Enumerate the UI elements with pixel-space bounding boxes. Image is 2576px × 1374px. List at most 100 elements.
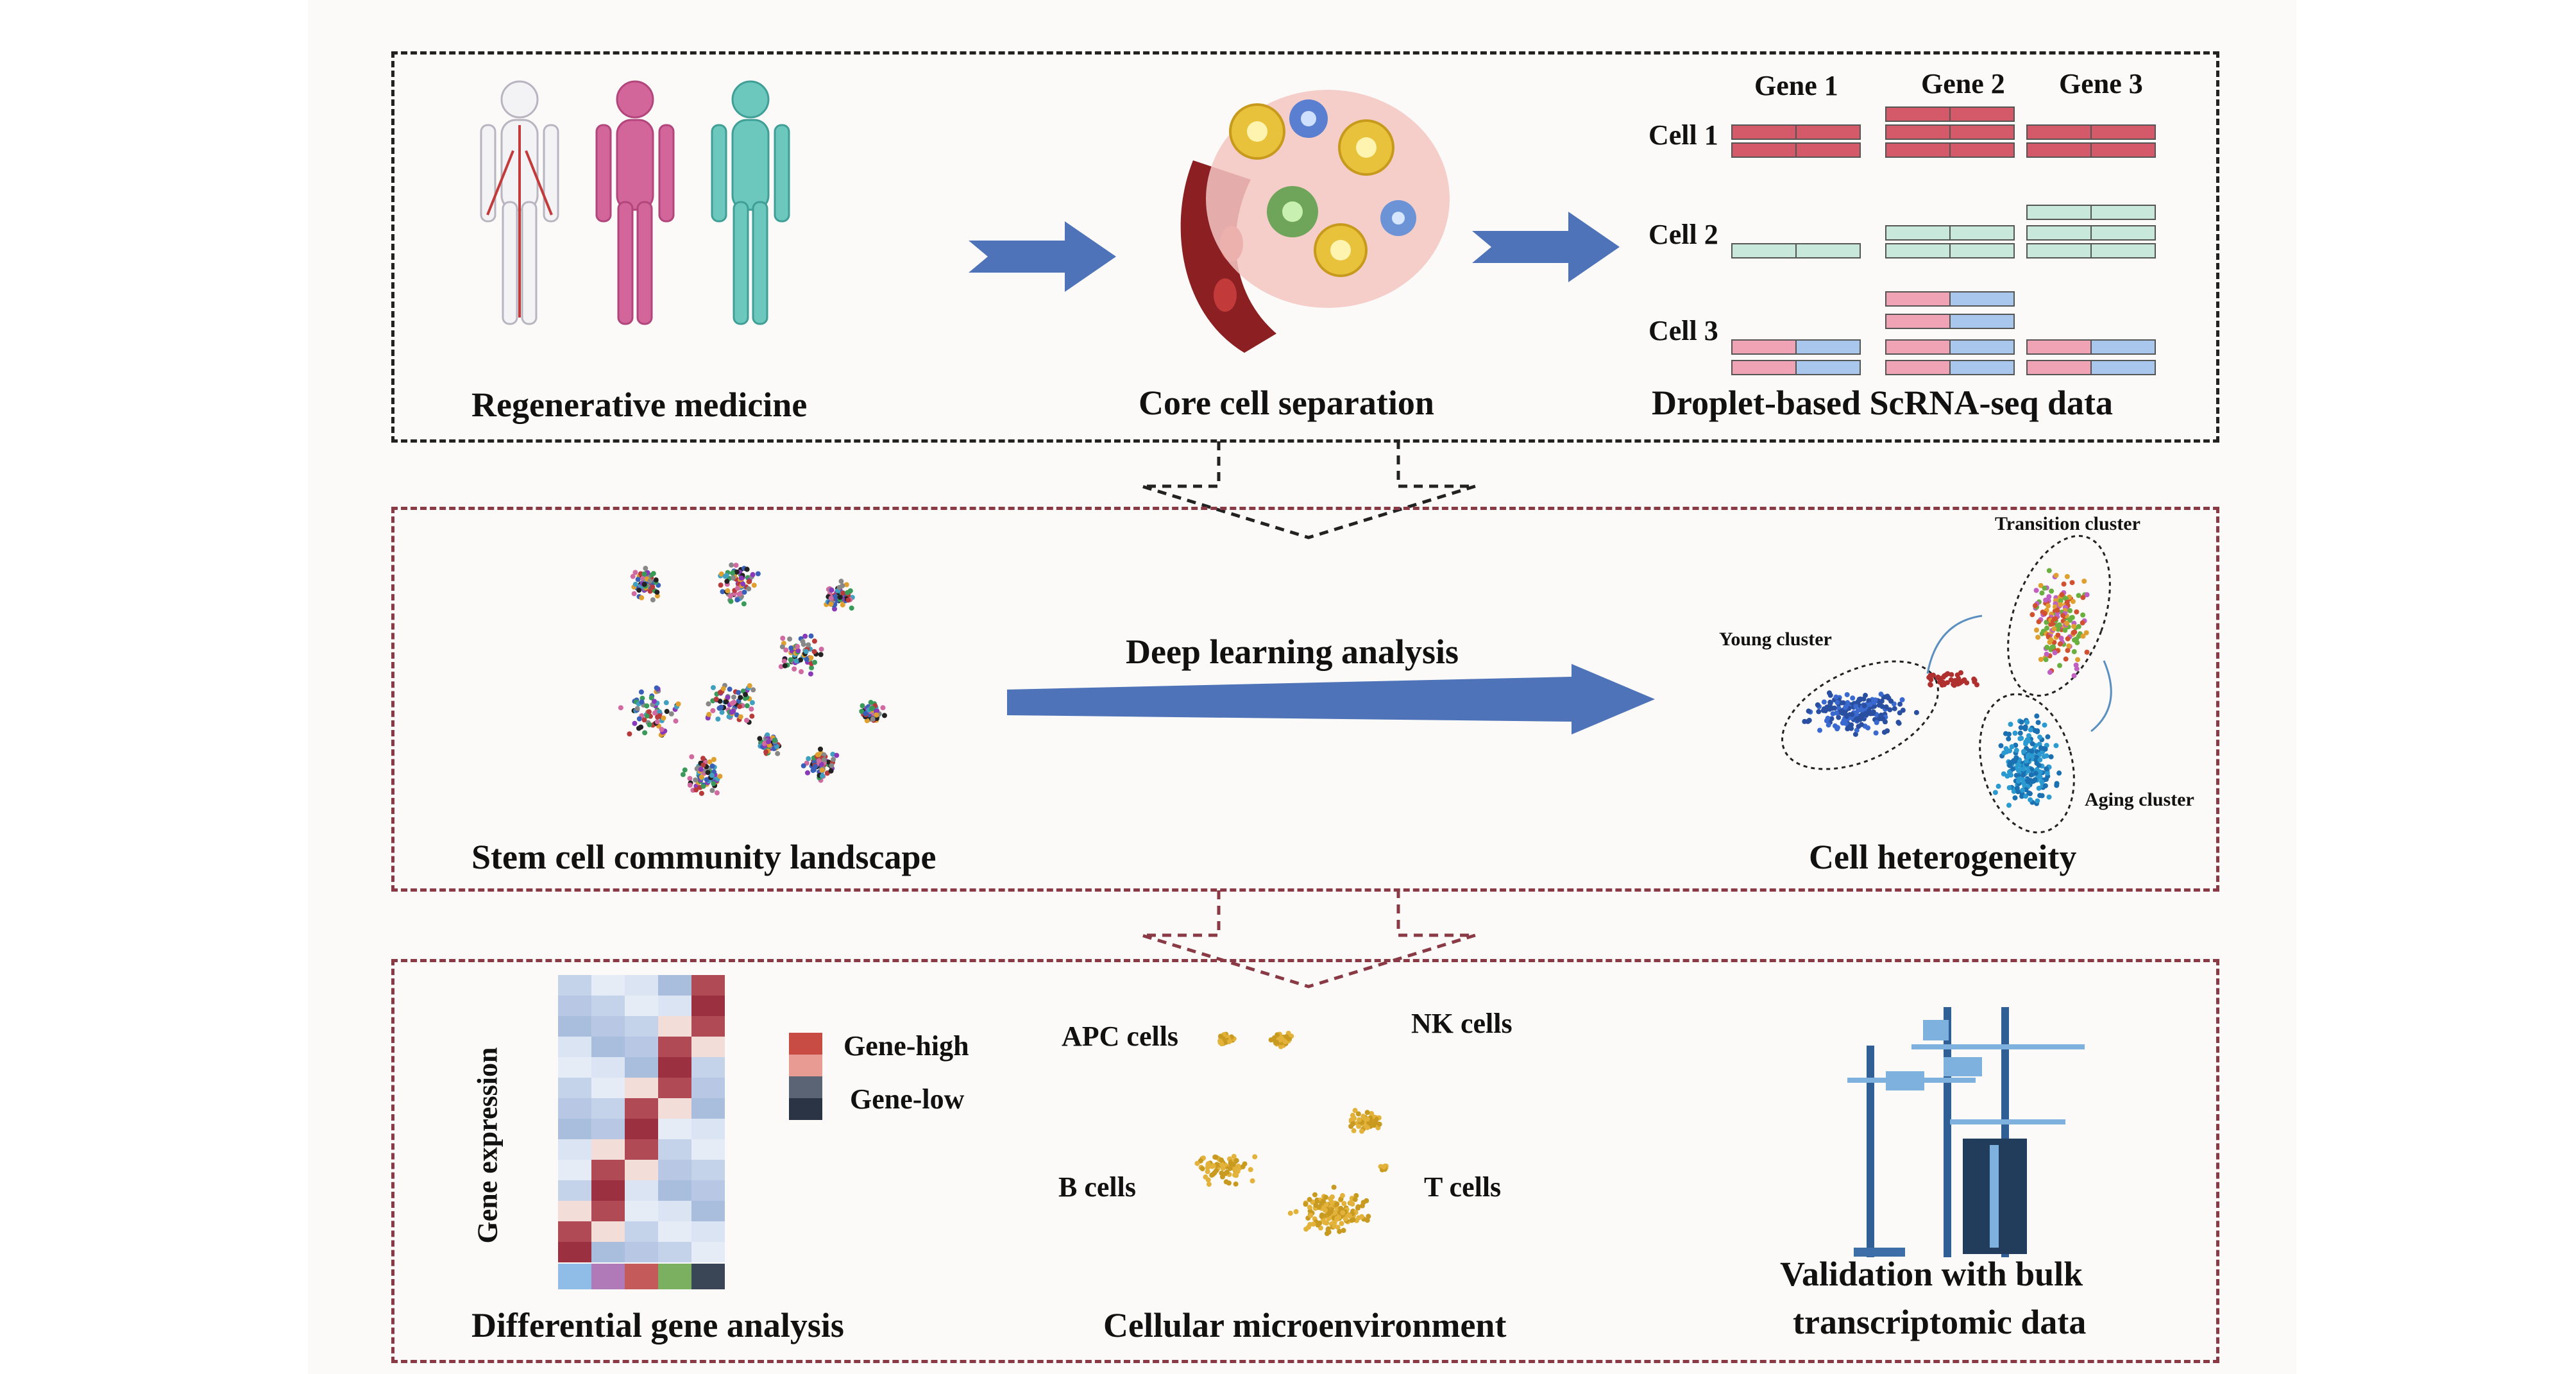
tsne-point <box>726 714 732 720</box>
aging-point <box>2024 719 2030 725</box>
transition-point <box>2044 645 2050 650</box>
heatmap-cell <box>625 1098 658 1119</box>
heatmap-cell <box>658 975 691 996</box>
heatmap-cell <box>591 1057 625 1078</box>
bar-right <box>2090 225 2156 241</box>
step-label-regenerative: Regenerative medicine <box>471 386 808 424</box>
heatmap-cell <box>691 1078 725 1098</box>
tsne-point <box>668 711 674 717</box>
aging-point <box>2003 731 2008 736</box>
young-point <box>1867 702 1873 708</box>
trajectory-arrow <box>2090 660 2112 733</box>
tsne-point <box>863 711 869 717</box>
tsne-point <box>693 787 699 793</box>
panel-connector <box>1141 441 1476 539</box>
tsne-point <box>720 589 725 595</box>
tsne-point <box>870 717 876 722</box>
transition-point <box>2081 579 2087 584</box>
cell3-gene2-bar <box>1885 339 2015 355</box>
heatmap-cell <box>558 1242 591 1262</box>
tsne-point <box>673 718 679 724</box>
tsne-point <box>709 788 715 793</box>
heatmap-cell <box>591 1242 625 1262</box>
cell1-gene2-bar <box>1885 142 2015 158</box>
tsne-point <box>641 571 647 577</box>
tsne-point <box>627 731 632 737</box>
step-label-core-cell: Core cell separation <box>1139 384 1434 422</box>
heatmap-cell <box>558 1078 591 1098</box>
transition-point <box>2080 620 2085 625</box>
bar-left <box>2026 339 2092 355</box>
cell-point <box>1370 1121 1376 1126</box>
tsne-point <box>717 690 723 695</box>
transition-point <box>2084 649 2090 655</box>
cell2-gene3-bar <box>2026 243 2156 259</box>
deep-learning-label: Deep learning analysis <box>1126 632 1459 671</box>
tsne-point <box>734 712 740 718</box>
cell-point <box>1341 1201 1347 1207</box>
tsne-point <box>818 746 824 752</box>
transition-point <box>2064 573 2070 579</box>
bridge-point <box>1935 675 1940 681</box>
aging-point <box>2019 735 2024 741</box>
aging-point <box>2006 785 2012 791</box>
cell1-gene2-bar <box>1885 106 2015 122</box>
bridge-point <box>1945 680 1951 686</box>
tsne-point <box>820 773 826 779</box>
heatmap-group-bar <box>558 1264 591 1289</box>
heatmap-cell <box>591 1160 625 1180</box>
tsne-point <box>831 756 836 762</box>
young-point <box>1840 700 1846 706</box>
heatmap-cell <box>591 1078 625 1098</box>
heatmap-cell <box>625 1037 658 1057</box>
cell-label-1: Cell 1 <box>1648 119 1718 151</box>
aging-point <box>2035 798 2040 804</box>
young-point <box>1913 709 1919 715</box>
heatmap-cell <box>558 996 591 1016</box>
heatmap-group-bar <box>591 1264 625 1289</box>
young-point <box>1835 726 1840 732</box>
aging-point <box>2010 766 2016 772</box>
cell-point <box>1357 1117 1362 1123</box>
tsne-point <box>710 684 716 690</box>
gene-expression-matrix <box>1731 106 2156 375</box>
tsne-point <box>818 761 824 767</box>
heatmap-cell <box>558 1201 591 1221</box>
tsne-point <box>713 696 719 702</box>
tsne-point <box>868 700 874 706</box>
young-point <box>1870 711 1876 717</box>
young-point <box>1859 722 1865 727</box>
human-figure-white <box>480 80 559 325</box>
cell-point <box>1339 1221 1344 1226</box>
tsne-point <box>829 587 835 593</box>
tsne-point <box>638 689 644 695</box>
tsne-point <box>644 703 650 709</box>
transition-point <box>2048 637 2054 643</box>
young-point <box>1827 692 1833 698</box>
cell-point <box>1331 1184 1337 1190</box>
tsne-point <box>618 705 623 711</box>
young-point <box>1863 711 1868 717</box>
young-point <box>1849 711 1855 717</box>
heatmap-cell <box>625 1242 658 1262</box>
bar-left <box>1885 314 1951 329</box>
human-figures-icon <box>480 80 790 325</box>
aging-point <box>2013 772 2019 778</box>
bridge-point <box>1964 680 1970 686</box>
gene-header-3: Gene 3 <box>2059 68 2143 99</box>
heatmap-cell <box>691 1201 725 1221</box>
cell1-gene2-bar <box>1885 124 2015 140</box>
tsne-point <box>704 777 709 783</box>
tsne-point <box>744 703 750 709</box>
tsne-point <box>821 757 827 763</box>
cluster-label-aging: Aging cluster <box>2085 789 2194 810</box>
aging-point <box>2053 743 2059 749</box>
tsne-point <box>741 589 747 595</box>
young-point <box>1827 703 1833 709</box>
transition-point <box>2065 636 2071 641</box>
heatmap-cell <box>591 1139 625 1160</box>
tsne-point <box>705 770 711 776</box>
cell-point <box>1351 1128 1357 1133</box>
cell-point <box>1206 1182 1212 1187</box>
cell-point <box>1313 1202 1319 1208</box>
